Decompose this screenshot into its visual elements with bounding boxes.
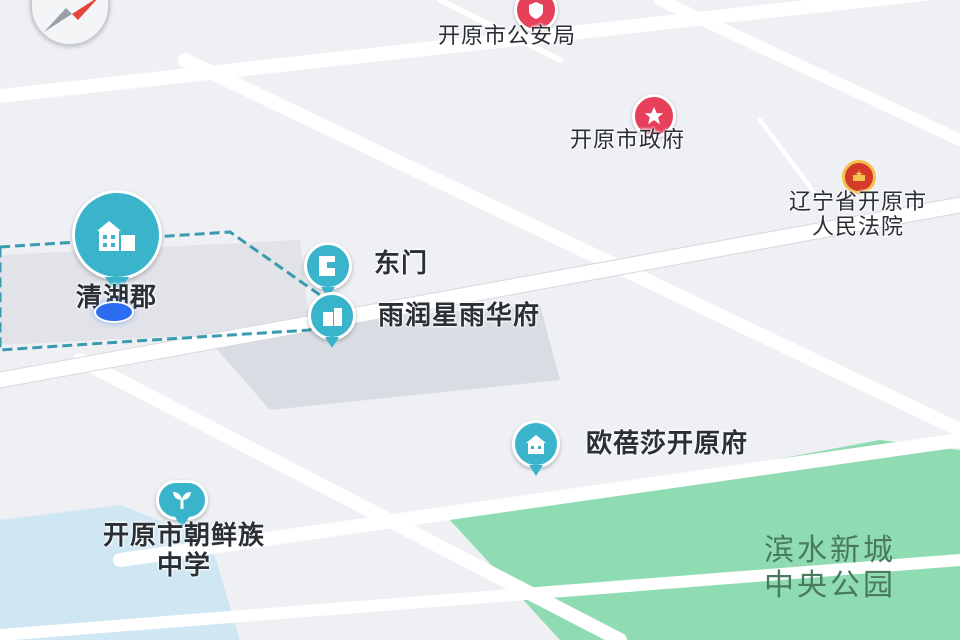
road-north: [0, 0, 934, 103]
compass-icon: [44, 0, 97, 32]
poi-label-school-line1: 开原市朝鲜族: [102, 521, 265, 551]
building-footprint-qinghujun: [0, 240, 310, 345]
current-location-dot: [94, 301, 134, 323]
poi-label-court[interactable]: 辽宁省开原市 人民法院: [756, 190, 960, 241]
poi-label-police[interactable]: 开原市公安局: [438, 24, 577, 49]
community-boundary-qinghujun: [0, 230, 322, 352]
poi-label-oupeisha[interactable]: 欧蓓莎开原府: [586, 429, 749, 459]
residential-building-icon: [97, 221, 135, 251]
residential-building-icon: [526, 435, 546, 454]
poi-label-yurun[interactable]: 雨润星雨华府: [378, 301, 541, 331]
court-pin[interactable]: [842, 160, 876, 194]
water-area: [0, 505, 240, 640]
road-diagonal-3: [654, 0, 960, 146]
national-emblem-icon: [853, 170, 865, 181]
poi-label-government[interactable]: 开原市政府: [570, 128, 686, 153]
yurun-pin[interactable]: [308, 292, 356, 340]
government-pin[interactable]: [632, 94, 676, 138]
poi-label-school[interactable]: 开原市朝鲜族 中学: [54, 521, 314, 582]
residential-building-icon: [323, 308, 342, 326]
east-gate-pin[interactable]: [304, 242, 352, 290]
school-sprout-icon: [173, 492, 191, 509]
road-far-south: [0, 554, 960, 640]
police-badge-icon: [529, 2, 543, 19]
poi-label-east-gate[interactable]: 东门: [374, 249, 429, 279]
footpath: [758, 118, 822, 202]
compass-button[interactable]: [30, 0, 110, 46]
qinghujun-pin[interactable]: [72, 190, 162, 280]
poi-label-park-line2: 中央公园: [764, 567, 896, 603]
road-edges: [0, 196, 960, 389]
road-main-east-west: [0, 197, 960, 388]
gate-icon: [319, 256, 335, 276]
poi-label-park-line1: 滨水新城: [764, 533, 896, 568]
police-pin[interactable]: [514, 0, 558, 32]
side-road: [437, 0, 563, 63]
poi-label-school-line2: 中学: [156, 550, 211, 581]
road-south: [113, 433, 960, 567]
poi-label-park[interactable]: 滨水新城 中央公园: [700, 533, 960, 603]
school-pin[interactable]: [156, 480, 208, 520]
star-icon: [644, 106, 664, 125]
road-diagonal-2: [73, 353, 627, 640]
oupeisha-pin[interactable]: [512, 420, 560, 468]
poi-label-court-line2: 人民法院: [811, 215, 904, 241]
poi-label-court-line1: 辽宁省开原市: [788, 190, 927, 215]
road-diagonal-1: [178, 53, 960, 437]
